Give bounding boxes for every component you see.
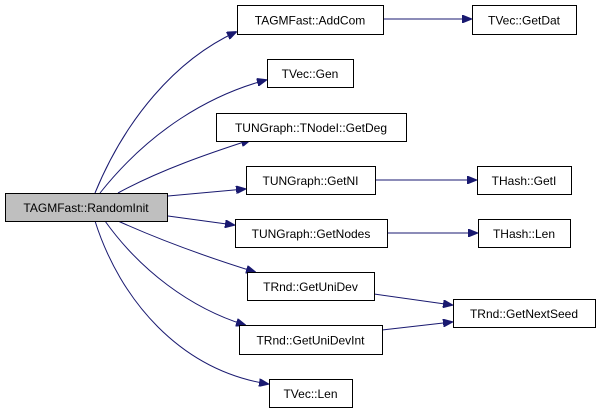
node-geti[interactable]: THash::GetI (477, 166, 572, 195)
node-label: TRnd::GetNextSeed (470, 307, 578, 321)
node-veclen[interactable]: TVec::Len (269, 379, 353, 408)
node-box (235, 219, 388, 248)
node-randominit[interactable]: TAGMFast::RandomInit (5, 193, 168, 222)
node-box (247, 272, 375, 301)
edge-randominit-to-getunidevint (104, 220, 245, 325)
node-box (246, 166, 376, 195)
node-getnodes[interactable]: TUNGraph::GetNodes (235, 219, 388, 248)
node-addcom[interactable]: TAGMFast::AddCom (237, 5, 384, 35)
node-getni[interactable]: TUNGraph::GetNI (246, 166, 376, 195)
node-box (5, 193, 168, 222)
edge-randominit-to-getdeg (117, 140, 250, 194)
node-label: TVec::Gen (282, 67, 339, 81)
node-box (239, 325, 383, 355)
node-label: THash::GetI (492, 174, 557, 188)
node-label: TVec::GetDat (488, 14, 561, 28)
node-label: TRnd::GetUniDevInt (256, 334, 365, 348)
node-label: THash::Len (493, 227, 555, 241)
node-label: TUNGraph::GetNI (262, 174, 358, 188)
node-gen[interactable]: TVec::Gen (267, 59, 354, 88)
edge-randominit-to-veclen (94, 220, 268, 384)
node-box (237, 5, 384, 35)
node-box (267, 59, 354, 88)
edge-randominit-to-addcom (94, 32, 236, 194)
node-label: TUNGraph::GetNodes (252, 227, 371, 241)
node-getdat[interactable]: TVec::GetDat (472, 5, 577, 35)
node-label: TAGMFast::AddCom (255, 14, 365, 28)
edge-getunidevint-to-getnextseed (381, 322, 452, 331)
node-getunidevint[interactable]: TRnd::GetUniDevInt (239, 325, 383, 355)
node-box (478, 219, 571, 248)
node-label: TVec::Len (283, 387, 337, 401)
node-label: TUNGraph::TNodeI::GetDeg (235, 121, 387, 135)
node-getunidev[interactable]: TRnd::GetUniDev (247, 272, 375, 301)
edge-randominit-to-getni (167, 189, 245, 197)
edge-randominit-to-gen (99, 80, 266, 194)
edge-randominit-to-getnodes (167, 215, 234, 225)
node-label: TAGMFast::RandomInit (23, 201, 149, 215)
node-box (269, 379, 353, 408)
node-box (472, 5, 577, 35)
node-getdeg[interactable]: TUNGraph::TNodeI::GetDeg (216, 113, 407, 142)
node-box (477, 166, 572, 195)
node-box (453, 299, 596, 328)
node-hashlen[interactable]: THash::Len (478, 219, 571, 248)
node-label: TRnd::GetUniDev (263, 280, 358, 294)
node-getnextseed[interactable]: TRnd::GetNextSeed (453, 299, 596, 328)
node-box (216, 113, 407, 142)
edge-getunidev-to-getnextseed (373, 293, 452, 305)
edge-randominit-to-getunidev (117, 220, 255, 272)
